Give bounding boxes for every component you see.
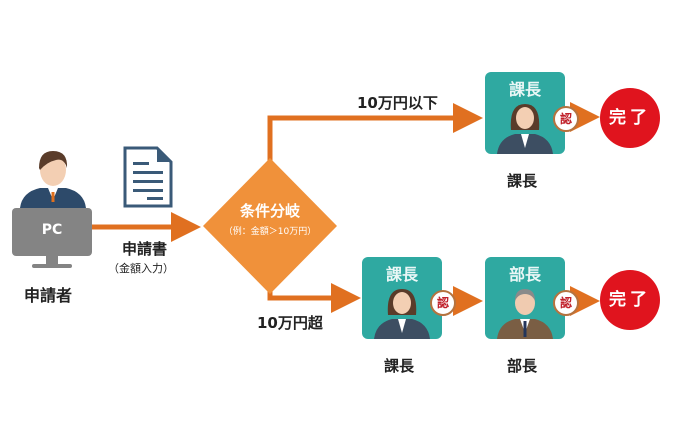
document-sub-label: （金額入力） — [108, 262, 174, 275]
document-icon — [123, 146, 173, 208]
upper-condition-label: 10万円以下 — [357, 94, 438, 112]
branch-diamond — [203, 158, 337, 294]
pc-label: PC — [41, 222, 63, 238]
lower-approver1-card: 課長 — [362, 257, 442, 339]
upper-done-circle: 完了 — [600, 88, 660, 148]
upper-approver-card: 課長 — [485, 72, 565, 154]
lower-approver1-name: 課長 — [384, 357, 415, 375]
lower-done-circle: 完了 — [600, 270, 660, 330]
branch-title: 条件分岐 — [239, 202, 300, 220]
upper-approver-title: 課長 — [508, 80, 541, 99]
female-manager-icon — [374, 289, 430, 339]
branch-text: 条件分岐 （例：金額＞10万円） — [205, 200, 335, 237]
pc-stand — [46, 256, 58, 265]
branch-condition: （例：金額＞10万円） — [223, 227, 317, 237]
lower-approver2-title: 部長 — [508, 265, 541, 284]
document-label: 申請書 — [122, 240, 168, 258]
lower-approver1-title: 課長 — [385, 265, 418, 284]
arrow-lower-path — [267, 283, 361, 313]
applicant-label: 申請者 — [24, 286, 73, 305]
lower-approver2-name: 部長 — [507, 357, 538, 375]
applicant-pc-monitor: PC — [12, 208, 92, 256]
lower-approval-stamp-2: 認 — [553, 290, 579, 316]
lower-approver2-card: 部長 — [485, 257, 565, 339]
upper-approval-stamp: 認 — [553, 106, 579, 132]
lower-approval-stamp-1: 認 — [430, 290, 456, 316]
lower-condition-label: 10万円超 — [257, 314, 323, 332]
applicant-person-icon — [20, 151, 86, 208]
pc-base — [32, 264, 72, 268]
arrow-upper-path — [267, 103, 483, 165]
upper-approver-name: 課長 — [507, 172, 538, 190]
female-manager-icon — [497, 104, 553, 154]
male-director-icon — [497, 289, 553, 339]
